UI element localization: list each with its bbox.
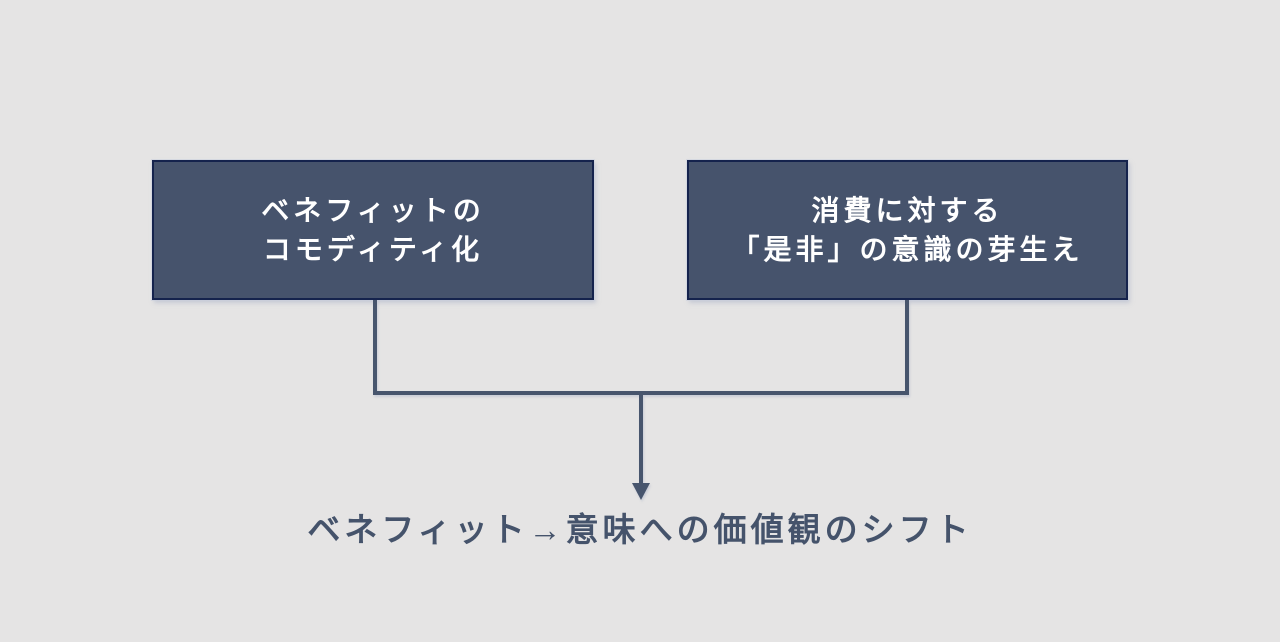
conclusion-text: ベネフィット→意味への価値観のシフト	[307, 511, 973, 548]
merge-connector-line	[373, 300, 909, 395]
node-benefit-commoditization: ベネフィットの コモディティ化	[152, 160, 594, 300]
node-text-line: 「是非」の意識の芽生え	[731, 234, 1084, 265]
node-text-line: 消費に対する	[811, 195, 1004, 226]
node-consumption-ethics: 消費に対する 「是非」の意識の芽生え	[687, 160, 1128, 300]
arrow-down-icon	[632, 483, 650, 500]
node-text-line: ベネフィットの	[261, 195, 485, 226]
node-text-line: コモディティ化	[262, 234, 484, 265]
